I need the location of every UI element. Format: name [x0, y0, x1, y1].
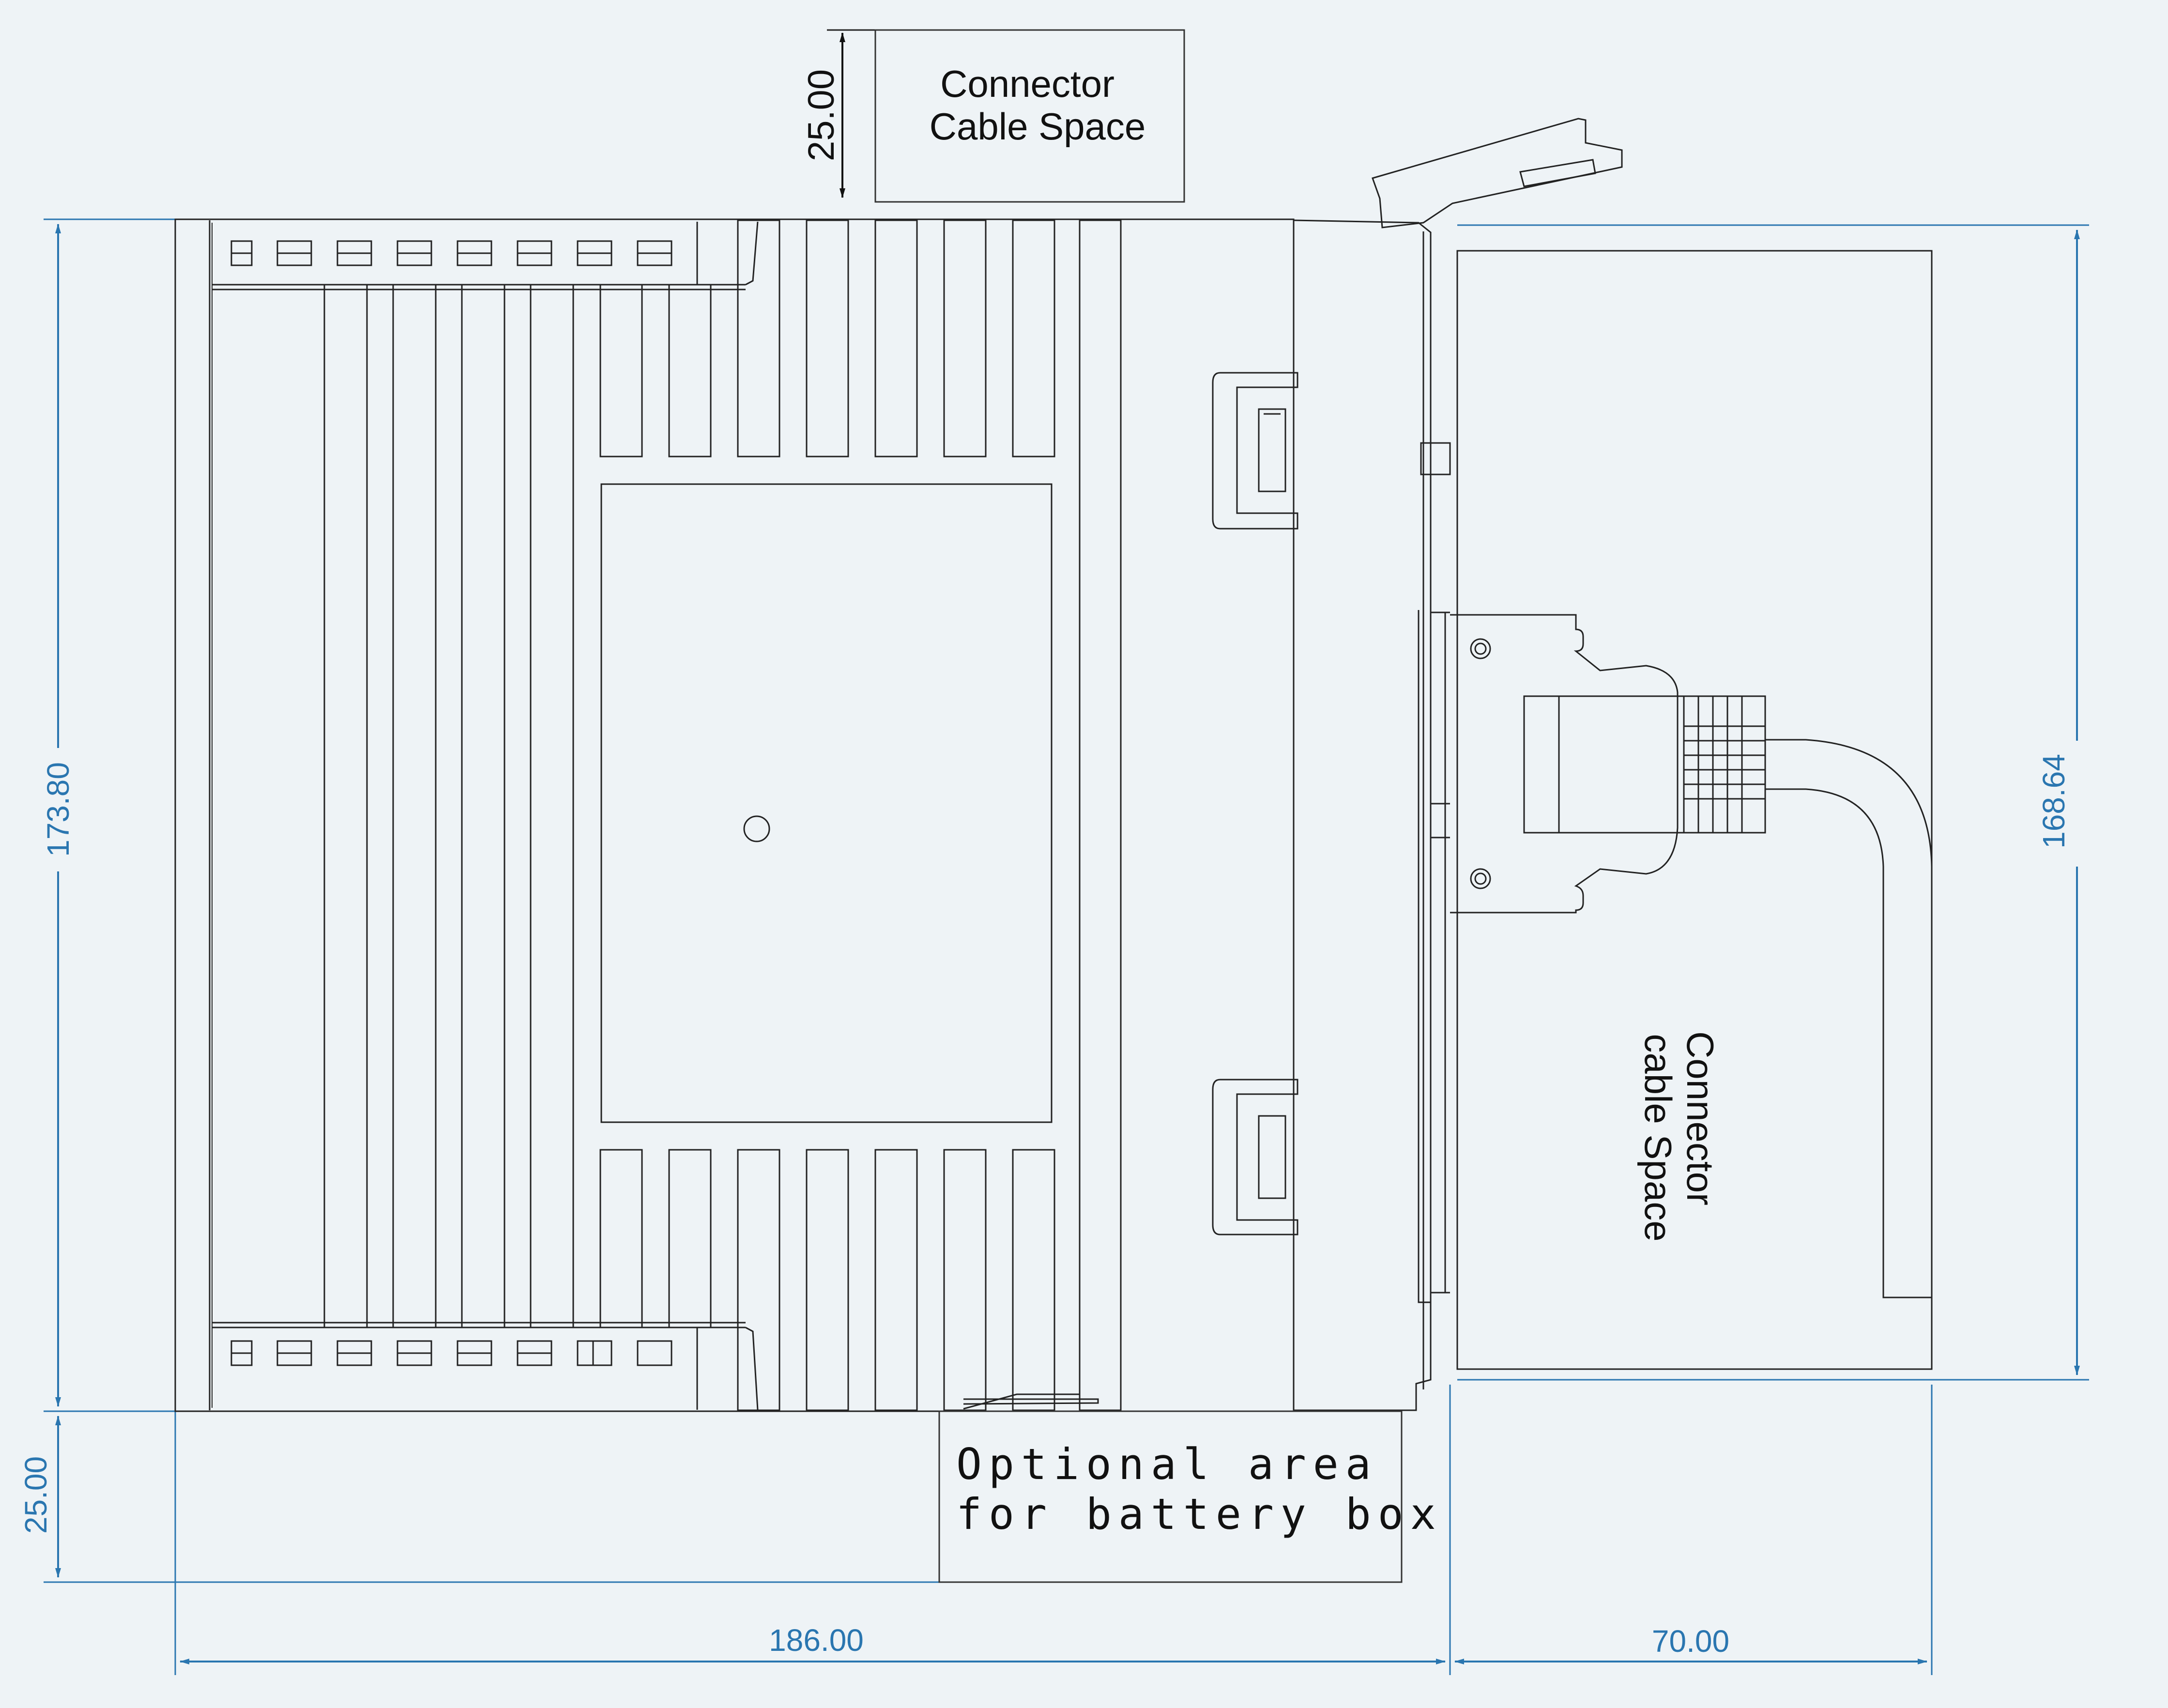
dim-body-width-label: 186.00 [769, 1623, 864, 1658]
dim-connector-height-label: 168.64 [2036, 754, 2071, 849]
dimension-connector-height: 168.64 [2036, 229, 2080, 1375]
vent-slots [230, 240, 672, 1366]
side-space-label-line2: cable Space [1637, 1034, 1679, 1241]
side-cable-space: Connector cable Space [1450, 250, 1933, 1370]
top-space-label-line2: Cable Space [930, 105, 1146, 148]
dim-overall-height-label: 173.80 [41, 762, 76, 857]
side-space-label-line1: Connector [1679, 1031, 1722, 1205]
top-cable-space: 25.00 Connector Cable Space [801, 29, 1185, 203]
battery-label-line1: Optional area [956, 1439, 1378, 1489]
dimension-lines [44, 218, 2089, 1675]
battery-box-area: Optional area for battery box [938, 1410, 1443, 1583]
drive-body [174, 118, 1623, 1412]
dimension-battery-height: 25.00 [18, 1416, 61, 1578]
dim-connector-width-label: 70.00 [1652, 1624, 1729, 1659]
heatsink-fins [323, 219, 1122, 1411]
dimension-overall-height: 173.80 [41, 224, 76, 1407]
dim-top-space-label: 25.00 [801, 69, 842, 161]
top-space-label-line1: Connector [940, 62, 1115, 105]
dim-battery-height-label: 25.00 [18, 1456, 53, 1534]
dimension-body-width: 186.00 [180, 1623, 1446, 1664]
battery-label-line2: for battery box [956, 1489, 1443, 1539]
dimension-connector-width: 70.00 [1454, 1624, 1927, 1664]
